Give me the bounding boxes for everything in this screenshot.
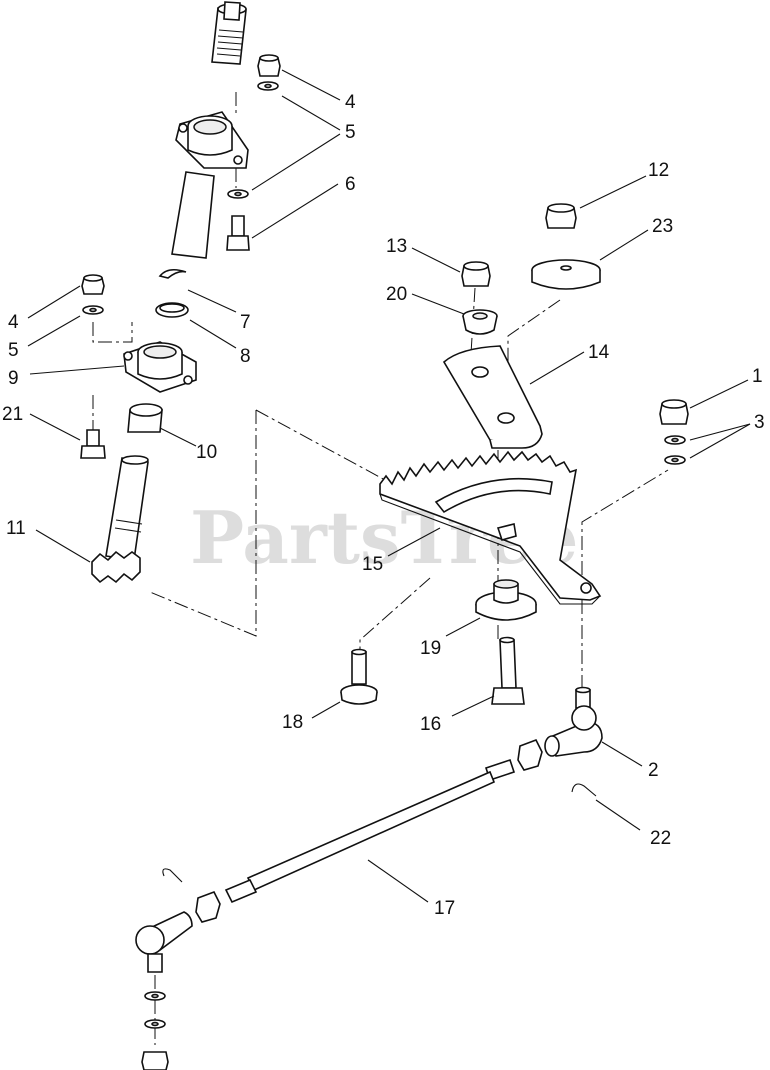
callout-21: 21 <box>2 404 23 425</box>
nut-left <box>81 274 105 315</box>
ball-joint-2 <box>544 686 603 757</box>
callout-23: 23 <box>652 216 673 237</box>
callout-3: 3 <box>754 412 765 433</box>
ring-8 <box>155 302 189 318</box>
leader-lines <box>27 69 751 903</box>
callout-20: 20 <box>386 284 407 305</box>
callout-5-upper: 5 <box>345 122 356 143</box>
callout-9: 9 <box>8 368 19 389</box>
callout-13: 13 <box>386 236 407 257</box>
callout-10: 10 <box>196 442 217 463</box>
plate-14 <box>442 345 543 449</box>
callout-16: 16 <box>420 714 441 735</box>
hair-pin-22 <box>571 783 597 797</box>
callout-5-left: 5 <box>8 340 19 361</box>
bolt-16 <box>491 636 525 705</box>
bolt-6 <box>226 215 250 251</box>
upper-flange-bearing <box>175 111 249 169</box>
callout-17: 17 <box>434 898 455 919</box>
shoulder-bolt-18 <box>340 648 378 705</box>
callout-2: 2 <box>648 760 659 781</box>
spacer-20 <box>462 309 498 335</box>
bolt-21 <box>80 429 106 459</box>
mid-steering-shaft <box>171 171 215 259</box>
bushing-10 <box>127 403 163 433</box>
callout-14: 14 <box>588 342 610 363</box>
sector-gear-15 <box>379 450 602 605</box>
upper-steering-shaft <box>211 1 247 65</box>
nut-13 <box>461 261 491 287</box>
lower-flange-bearing <box>123 341 197 393</box>
jam-nut-right <box>517 738 543 771</box>
jam-nut-left <box>195 890 221 923</box>
callout-8: 8 <box>240 346 251 367</box>
e-clip-7 <box>158 268 187 279</box>
callout-18: 18 <box>282 712 303 733</box>
callout-6: 6 <box>345 174 356 195</box>
nut-1 <box>659 399 689 425</box>
washers-3 <box>664 435 686 465</box>
callout-22: 22 <box>650 828 671 849</box>
callout-4-upper: 4 <box>345 92 356 113</box>
callout-7: 7 <box>240 312 251 333</box>
pinion-shaft-11 <box>91 455 149 584</box>
callout-19: 19 <box>420 638 441 659</box>
callout-11: 11 <box>6 518 26 539</box>
tie-rod-17 <box>224 758 516 904</box>
lower-washers-nut <box>141 991 169 1070</box>
callout-1: 1 <box>752 366 763 387</box>
flange-bushing-19 <box>475 579 537 621</box>
nut-upper <box>257 54 281 91</box>
nut-12 <box>545 203 577 229</box>
callout-labels: 4 5 6 7 8 4 5 9 21 10 11 12 23 13 20 14 … <box>2 92 765 919</box>
washer-upper <box>227 189 249 199</box>
ball-joint-left <box>135 911 193 973</box>
callout-15: 15 <box>362 554 383 575</box>
callout-12: 12 <box>648 160 669 181</box>
hair-pin-left <box>162 868 183 883</box>
washer-23 <box>531 259 601 290</box>
callout-4-left: 4 <box>8 312 19 333</box>
